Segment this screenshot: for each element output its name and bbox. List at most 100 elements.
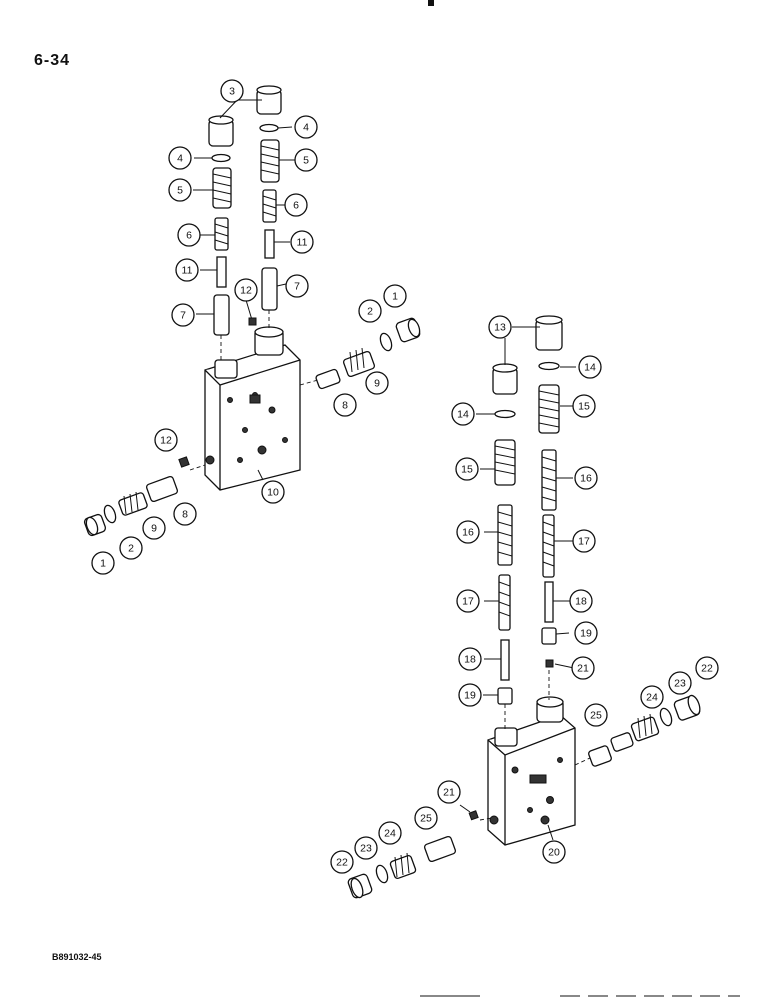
callout-label: 15	[461, 464, 473, 476]
callout-circle	[695, 656, 719, 680]
callout-label: 12	[160, 435, 172, 447]
callout-1: 1	[383, 284, 407, 308]
callout-6: 6	[177, 223, 201, 247]
upper-valve-assembly	[83, 85, 421, 537]
callout-label: 15	[578, 401, 590, 413]
callout-circle	[330, 850, 354, 874]
callout-circle	[358, 299, 382, 323]
callout-label: 22	[336, 857, 348, 869]
callout-18: 18	[458, 647, 482, 671]
callout-circle	[574, 466, 598, 490]
callout-circle	[290, 230, 314, 254]
callout-label: 21	[577, 663, 589, 675]
callout-25: 25	[414, 806, 438, 830]
callout-16: 16	[574, 466, 598, 490]
callout-label: 22	[701, 663, 713, 675]
callout-label: 11	[182, 265, 193, 277]
callout-23: 23	[668, 671, 692, 695]
callout-circle	[571, 656, 595, 680]
callout-circle	[119, 536, 143, 560]
callout-label: 14	[457, 409, 469, 421]
callout-22: 22	[695, 656, 719, 680]
lower-right-stack	[535, 315, 563, 700]
callout-label: 7	[294, 281, 300, 293]
callout-circle	[414, 806, 438, 830]
callout-15: 15	[572, 394, 596, 418]
callout-1: 1	[91, 551, 115, 575]
callout-label: 7	[180, 310, 186, 322]
callout-circle	[294, 115, 318, 139]
callout-circle	[488, 315, 512, 339]
callout-2: 2	[119, 536, 143, 560]
callout-23: 23	[354, 836, 378, 860]
upper-right-side-parts	[299, 317, 421, 390]
callout-circle	[91, 551, 115, 575]
callout-circle	[142, 516, 166, 540]
callout-circle	[284, 193, 308, 217]
callout-label: 12	[240, 285, 252, 297]
callout-circle	[333, 393, 357, 417]
callout-24: 24	[640, 685, 664, 709]
callout-25: 25	[584, 703, 608, 727]
callout-circle	[451, 402, 475, 426]
lower-right-side-parts	[574, 694, 701, 767]
callout-label: 24	[646, 692, 658, 704]
callout-17: 17	[456, 589, 480, 613]
lower-left-stack	[492, 363, 518, 730]
callout-label: 24	[384, 828, 396, 840]
callout-label: 8	[182, 509, 188, 521]
figure-code: B891032-45	[52, 952, 102, 962]
callout-label: 14	[584, 362, 596, 374]
callout-label: 1	[392, 291, 398, 303]
callout-circle	[168, 178, 192, 202]
callout-circle	[542, 840, 566, 864]
callout-circle	[154, 428, 178, 452]
left-plug-stack	[208, 115, 234, 360]
callout-label: 25	[420, 813, 432, 825]
callout-19: 19	[458, 683, 482, 707]
callout-circle	[168, 146, 192, 170]
right-plug-stack	[256, 85, 282, 330]
callout-circle	[458, 683, 482, 707]
callout-label: 19	[580, 628, 592, 640]
callout-circle	[177, 223, 201, 247]
callout-circle	[456, 520, 480, 544]
callout-6: 6	[284, 193, 308, 217]
callout-circle	[365, 371, 389, 395]
callout-circle	[569, 589, 593, 613]
lower-left-side-parts	[347, 810, 493, 899]
callout-label: 2	[367, 306, 373, 318]
callout-circle	[640, 685, 664, 709]
callout-5: 5	[168, 178, 192, 202]
callout-label: 9	[151, 523, 157, 535]
callout-11: 11	[290, 230, 314, 254]
callout-circle	[383, 284, 407, 308]
callout-circle	[437, 780, 461, 804]
valve-body-20	[487, 696, 576, 846]
callout-label: 17	[462, 596, 474, 608]
lower-valve-assembly	[347, 315, 701, 899]
callout-22: 22	[330, 850, 354, 874]
callout-15: 15	[455, 457, 479, 481]
callout-circle	[234, 278, 258, 302]
callout-7: 7	[285, 274, 309, 298]
valve-body-10	[204, 326, 301, 491]
callout-label: 21	[443, 787, 455, 799]
callout-label: 2	[128, 543, 134, 555]
callout-circle	[261, 480, 285, 504]
callout-circle	[456, 589, 480, 613]
callout-17: 17	[572, 529, 596, 553]
callout-circle	[455, 457, 479, 481]
callout-11: 11	[175, 258, 199, 282]
callout-circle	[173, 502, 197, 526]
callout-13: 13	[488, 315, 512, 339]
callout-label: 5	[303, 155, 309, 167]
callout-circle	[175, 258, 199, 282]
callout-circle	[294, 148, 318, 172]
callout-4: 4	[294, 115, 318, 139]
callout-label: 3	[229, 86, 235, 98]
callout-5: 5	[294, 148, 318, 172]
callout-circle	[171, 303, 195, 327]
